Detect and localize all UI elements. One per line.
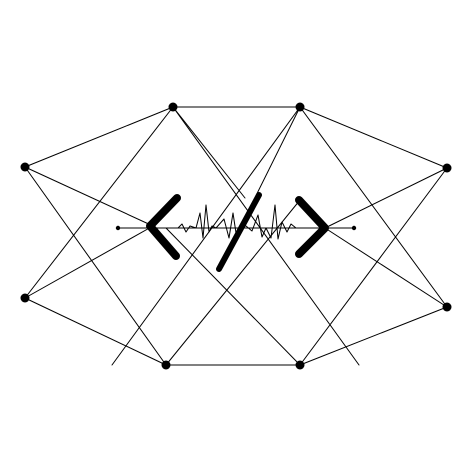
edge — [299, 306, 448, 366]
heartbeat-waveform-icon — [160, 204, 316, 240]
node — [20, 293, 30, 303]
edge — [172, 106, 246, 199]
edge — [24, 166, 167, 366]
node — [161, 360, 171, 370]
edge — [111, 106, 301, 366]
slash-icon — [216, 192, 262, 272]
network-nodes — [20, 102, 452, 370]
greater-than-chevron-icon — [295, 196, 329, 258]
edge — [299, 106, 448, 169]
edge — [324, 227, 448, 308]
edge — [324, 167, 448, 229]
axis-end-dot-right — [351, 225, 357, 231]
edge — [299, 167, 448, 366]
edge — [299, 106, 448, 308]
node — [20, 162, 30, 172]
edge — [165, 227, 301, 366]
edge — [24, 106, 174, 168]
node — [168, 102, 178, 112]
edge — [24, 225, 154, 299]
edge — [24, 106, 174, 299]
edge — [24, 297, 167, 366]
node — [442, 302, 452, 312]
node — [295, 102, 305, 112]
node — [295, 360, 305, 370]
edge — [172, 106, 360, 366]
axis-end-dot-left — [115, 225, 121, 231]
node — [442, 163, 452, 173]
less-than-chevron-icon — [146, 194, 181, 260]
edge — [24, 166, 154, 227]
